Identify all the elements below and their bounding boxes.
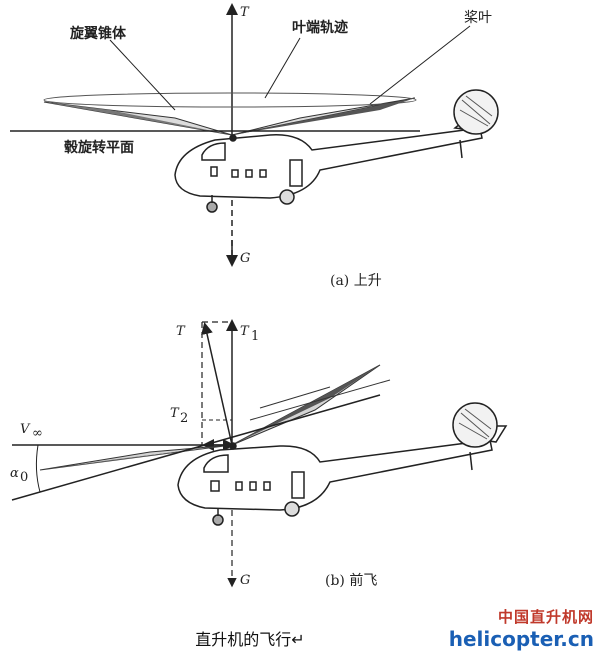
watermark-cn: 中国直升机网 — [497, 608, 594, 626]
climb-diagram: T G 旋翼锥体 叶端轨迹 桨叶 毂旋转平面 — [10, 3, 499, 289]
watermark-logo: 中国直升机网 helicopter.cn — [424, 606, 594, 651]
blade-shaded-left — [44, 102, 232, 135]
angle-arc — [35, 444, 41, 493]
rotor-blade-upper-dark — [232, 365, 380, 445]
tip-path-tilted-1 — [249, 379, 391, 421]
thrust-vector-tilted — [201, 322, 233, 446]
thrust-label-b: T — [176, 324, 186, 339]
hub-plane-tilted — [11, 394, 381, 501]
helicopter-bottom — [177, 402, 508, 526]
tip-leader — [264, 37, 301, 99]
tip-path-ellipse — [43, 92, 417, 108]
caption-a: (a) 上升 — [330, 273, 382, 289]
figure-caption: 直升机的飞行↵ — [195, 630, 305, 649]
gravity-label: G — [240, 251, 250, 266]
t2-label: T — [170, 406, 180, 421]
thrust-label: T — [240, 5, 250, 20]
blade-label: 桨叶 — [464, 9, 492, 26]
t1-sub-label: 1 — [251, 329, 259, 344]
blade-shaded — [232, 98, 415, 135]
watermark-en: helicopter.cn — [448, 627, 594, 651]
cone-label: 旋翼锥体 — [69, 25, 127, 42]
angle-label: α — [10, 466, 19, 481]
cone-leader — [109, 39, 176, 111]
blade-leader — [369, 25, 471, 105]
angle-sub-label: 0 — [20, 470, 28, 485]
velocity-sub-label: ∞ — [32, 426, 43, 441]
forward-flight-diagram: T 1 T T 2 V ∞ α 0 G — [10, 319, 508, 589]
t2-sub-label: 2 — [180, 411, 188, 426]
tip-path-tilted-2 — [259, 386, 331, 409]
helicopter-top — [174, 89, 499, 213]
gravity-label-b: G — [240, 573, 250, 588]
velocity-label: V — [20, 422, 31, 437]
t1-label: T — [240, 324, 250, 339]
caption-b: (b) 前飞 — [325, 572, 377, 589]
hub-plane-label: 毂旋转平面 — [64, 139, 134, 156]
tip-path-label: 叶端轨迹 — [292, 19, 348, 36]
